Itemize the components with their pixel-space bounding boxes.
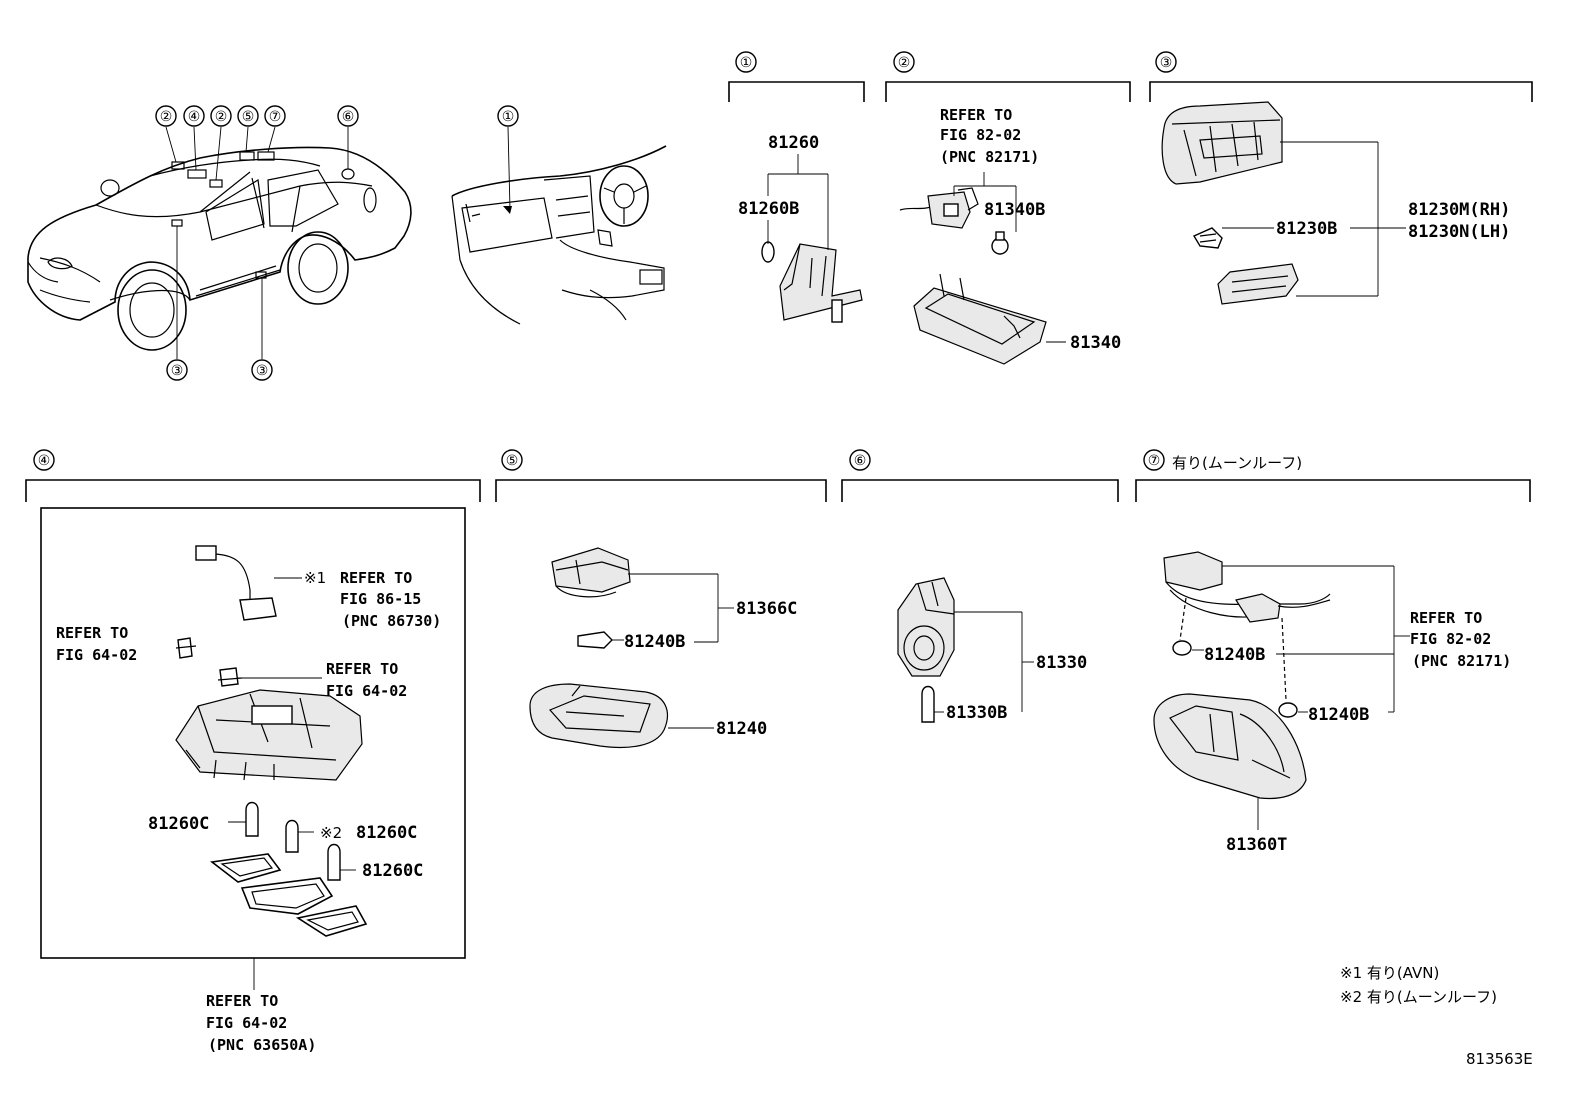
car-callout-label: ③ [171, 363, 184, 379]
dash-callout-1 [497, 105, 519, 127]
part-number: 81240 [716, 719, 767, 739]
note-mark: ※1 [304, 569, 326, 587]
part-number: 81330 [1036, 653, 1087, 673]
dash-callout-label: ① [502, 109, 515, 125]
car-callout-7 [264, 105, 286, 127]
part-number: 81260 [768, 133, 819, 153]
part-number: 81340B [984, 200, 1045, 220]
refer-text: REFER TO [340, 569, 412, 587]
part-number: 81260C [362, 861, 423, 881]
refer-text: REFER TO [326, 660, 398, 678]
section-number: ⑤ [506, 453, 519, 469]
car-illustration [27, 105, 412, 381]
refer-text: REFER TO [1410, 609, 1482, 627]
part-number: 81260C [148, 814, 209, 834]
section-5 [495, 449, 827, 749]
car-callout-label: ② [215, 109, 228, 125]
car-callout-label: ③ [256, 363, 269, 379]
refer-text: FIG 64-02 [56, 646, 137, 664]
refer-text: FIG 82-02 [1410, 630, 1491, 648]
footnote: ※1 有り(AVN) [1340, 964, 1439, 982]
part-number: 81240B [1204, 645, 1265, 665]
part-number: 81260C [356, 823, 417, 843]
refer-text: FIG 86-15 [340, 590, 421, 608]
car-callout-label: ⑦ [269, 109, 282, 125]
refer-text: (PNC 82171) [1412, 652, 1511, 670]
section-4 [25, 449, 481, 990]
car-callout-label: ② [160, 109, 173, 125]
section-1 [728, 51, 865, 323]
refer-text: FIG 64-02 [206, 1014, 287, 1032]
part-number: 81360T [1226, 835, 1287, 855]
refer-text: (PNC 63650A) [208, 1036, 316, 1054]
figure-code: 813563E [1466, 1050, 1533, 1068]
part-number: 81330B [946, 703, 1007, 723]
section-number: ④ [38, 453, 51, 469]
part-number: 81240B [624, 632, 685, 652]
part-number: 81260B [738, 199, 799, 219]
refer-text: REFER TO [56, 624, 128, 642]
dashboard-illustration [451, 105, 667, 325]
footnote: ※2 有り(ムーンルーフ) [1340, 988, 1497, 1006]
section-number: ① [740, 55, 753, 71]
part-number: 81240B [1308, 705, 1369, 725]
part-number: 81230M(RH) [1408, 200, 1510, 220]
note-mark: ※2 [320, 824, 342, 842]
part-number: 81230N(LH) [1408, 222, 1510, 242]
car-callout-6 [337, 105, 359, 127]
section-6 [841, 449, 1119, 723]
refer-text: REFER TO [940, 106, 1012, 124]
car-callout-3b [251, 359, 273, 381]
part-number: 81340 [1070, 333, 1121, 353]
car-callout-label: ⑥ [342, 109, 355, 125]
section-number: ③ [1160, 55, 1173, 71]
section-7 [1135, 449, 1531, 830]
refer-text: REFER TO [206, 992, 278, 1010]
section-2 [885, 51, 1131, 365]
section-number: ② [898, 55, 911, 71]
car-callout-3a [166, 359, 188, 381]
refer-text: (PNC 82171) [940, 148, 1039, 166]
section-3 [1149, 51, 1533, 305]
car-callout-2b [210, 105, 232, 127]
car-callout-label: ④ [188, 109, 201, 125]
car-callout-5 [237, 105, 259, 127]
car-callout-4 [183, 105, 205, 127]
part-number: 81230B [1276, 219, 1337, 239]
part-number: 81366C [736, 599, 797, 619]
refer-text: FIG 82-02 [940, 126, 1021, 144]
car-callout-2a [155, 105, 177, 127]
refer-text: FIG 64-02 [326, 682, 407, 700]
section-number: ⑥ [854, 453, 867, 469]
refer-text: (PNC 86730) [342, 612, 441, 630]
section-number: ⑦ [1148, 453, 1161, 469]
section-7-title: 有り(ムーンルーフ) [1172, 454, 1302, 472]
car-callout-label: ⑤ [242, 109, 255, 125]
